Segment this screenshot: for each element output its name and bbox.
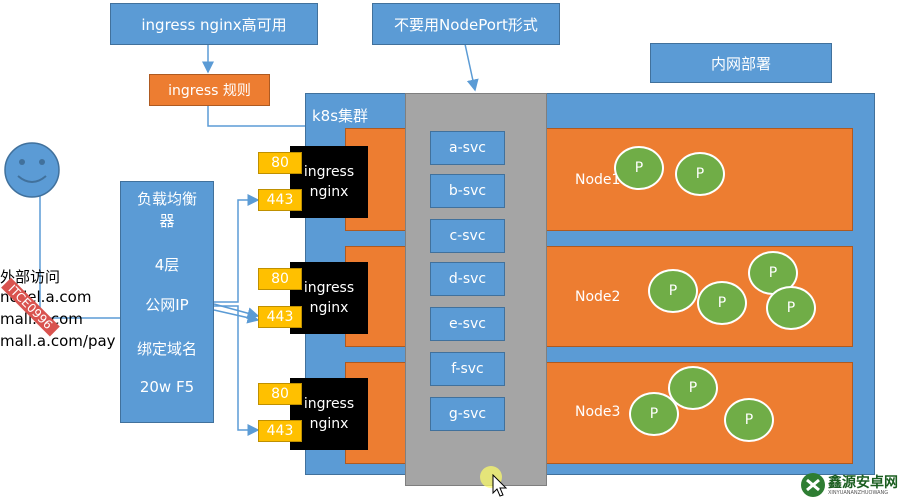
svc-c[interactable]: c-svc bbox=[430, 219, 505, 253]
ingress-rules-label: ingress 规则 bbox=[149, 74, 270, 106]
lb-line5: 绑定域名 bbox=[136, 340, 197, 358]
lb-line2: 器 bbox=[159, 212, 175, 230]
pod: P bbox=[766, 286, 816, 330]
external-domain-3: mall.a.com/pay bbox=[0, 332, 116, 350]
logo-subtext: XINYUANANZHUOWANG bbox=[828, 490, 889, 496]
ingress-nginx-1[interactable]: ingress nginx bbox=[290, 146, 368, 218]
no-nodeport-label: 不要用NodePort形式 bbox=[372, 3, 560, 45]
ingress-line2: nginx bbox=[309, 300, 349, 316]
ingress-line1: ingress bbox=[303, 164, 355, 180]
port-443: 443 bbox=[258, 420, 302, 442]
port-80: 80 bbox=[258, 268, 302, 290]
intranet-deploy-label: 内网部署 bbox=[650, 43, 832, 83]
ingress-line1: ingress bbox=[303, 280, 355, 296]
ingress-nginx-3[interactable]: ingress nginx bbox=[290, 378, 368, 450]
ingress-ha-label: ingress nginx高可用 bbox=[110, 3, 318, 45]
logo-mark-icon bbox=[801, 473, 825, 497]
node-2-label: Node2 bbox=[575, 289, 621, 305]
pod: P bbox=[697, 281, 747, 325]
pod: P bbox=[614, 146, 664, 190]
svc-g[interactable]: g-svc bbox=[430, 397, 505, 431]
port-80: 80 bbox=[258, 152, 302, 174]
ingress-line1: ingress bbox=[303, 396, 355, 412]
svc-a[interactable]: a-svc bbox=[430, 131, 505, 165]
lb-line1: 负载均衡 bbox=[136, 190, 197, 208]
load-balancer: 负载均衡 器 4层 公网IP 绑定域名 20w F5 bbox=[120, 181, 214, 423]
lb-line3: 4层 bbox=[154, 256, 180, 274]
logo-text: 鑫源安卓网 bbox=[828, 475, 898, 491]
site-logo: 鑫源安卓网 XINYUANANZHUOWANG bbox=[800, 470, 910, 500]
pod: P bbox=[748, 251, 798, 295]
svc-b[interactable]: b-svc bbox=[430, 174, 505, 208]
user-smiley-icon bbox=[4, 142, 60, 198]
pod: P bbox=[724, 398, 774, 442]
port-443: 443 bbox=[258, 189, 302, 211]
svc-d[interactable]: d-svc bbox=[430, 262, 505, 296]
cluster-title: k8s集群 bbox=[312, 107, 369, 125]
lb-line6: 20w F5 bbox=[139, 378, 195, 396]
node-1-label: Node1 bbox=[575, 172, 621, 188]
pod: P bbox=[675, 152, 725, 196]
ingress-line2: nginx bbox=[309, 416, 349, 432]
mouse-cursor-icon bbox=[492, 474, 508, 497]
svc-e[interactable]: e-svc bbox=[430, 307, 505, 341]
pod: P bbox=[629, 392, 679, 436]
port-80: 80 bbox=[258, 383, 302, 405]
lb-line4: 公网IP bbox=[145, 296, 189, 314]
pod: P bbox=[648, 269, 698, 313]
node-3-label: Node3 bbox=[575, 404, 621, 420]
ingress-nginx-2[interactable]: ingress nginx bbox=[290, 262, 368, 334]
svc-f[interactable]: f-svc bbox=[430, 352, 505, 386]
pod: P bbox=[668, 366, 718, 410]
ingress-line2: nginx bbox=[309, 184, 349, 200]
port-443: 443 bbox=[258, 306, 302, 328]
